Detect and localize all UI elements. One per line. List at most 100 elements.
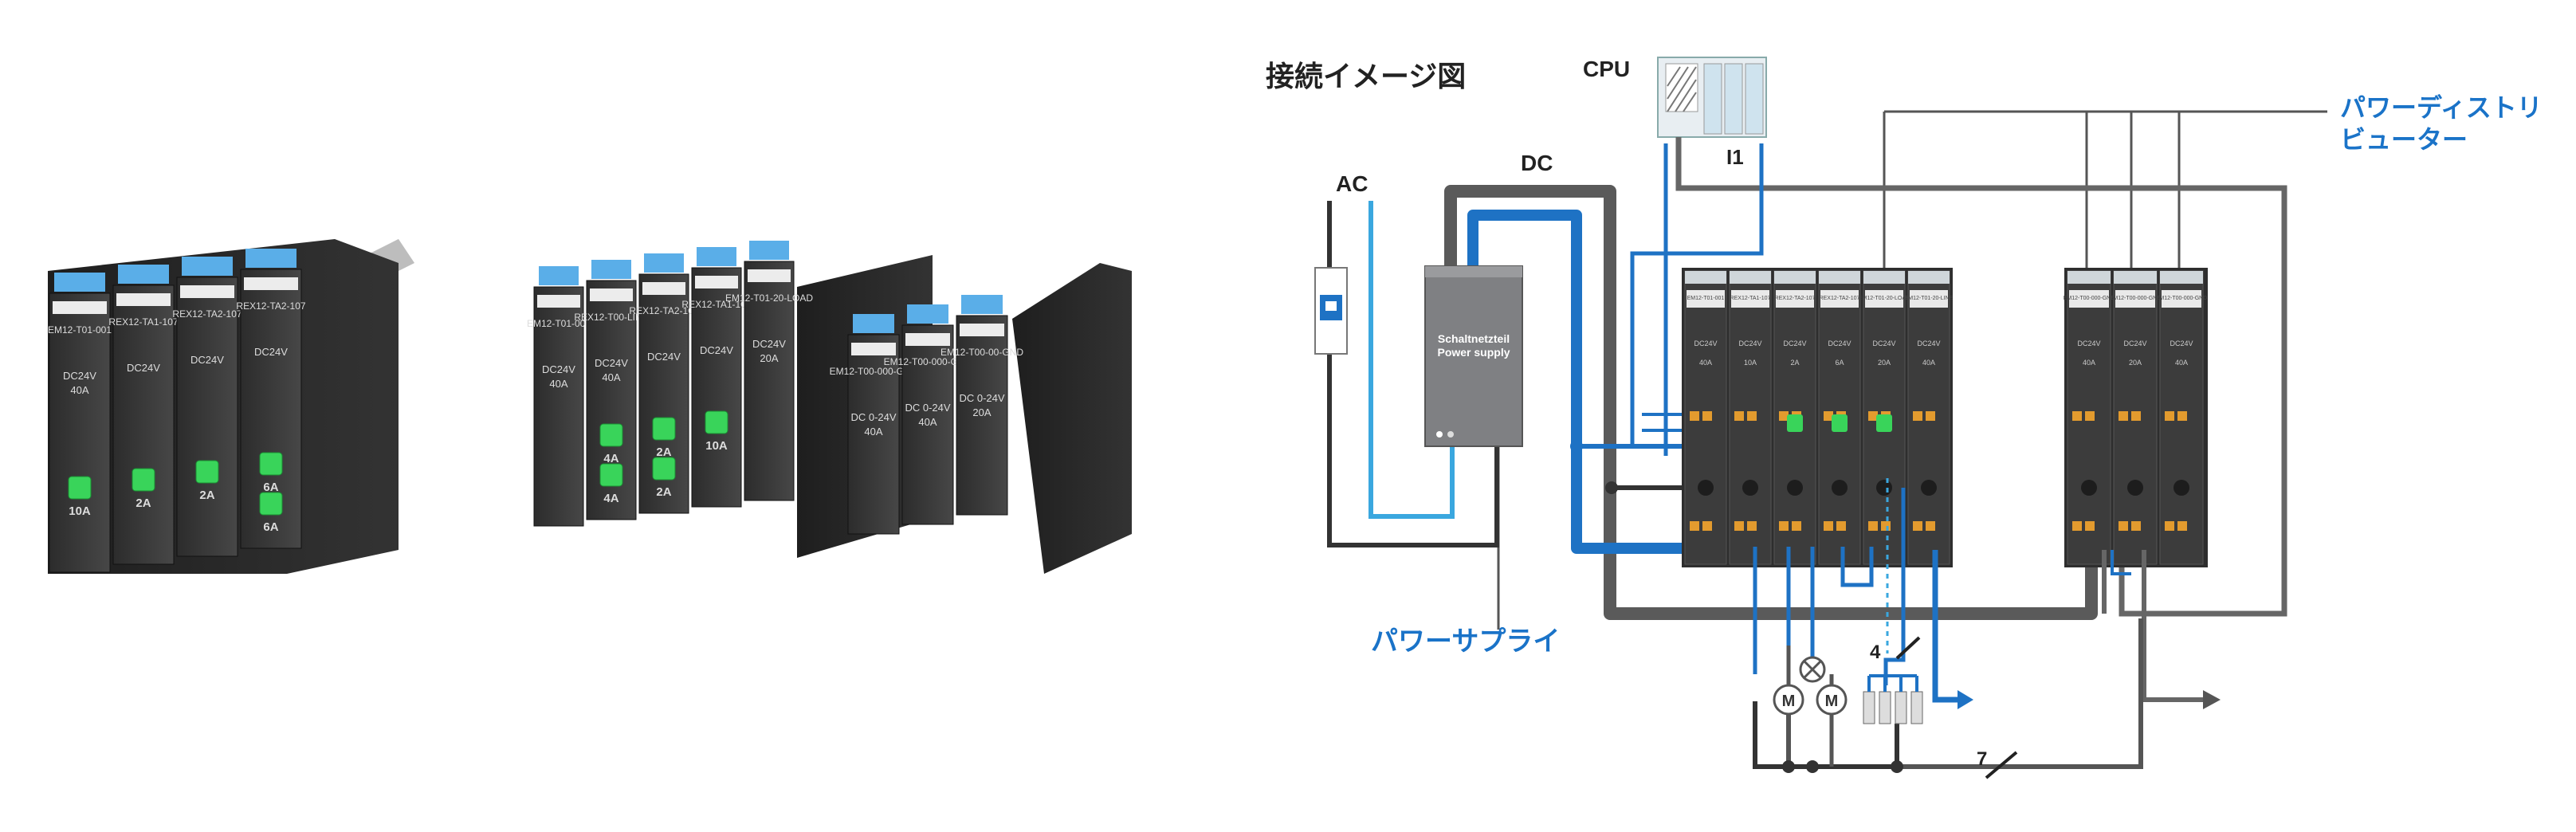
dc-main-wire: [1444, 185, 2098, 620]
module-current: 40A: [1699, 359, 1712, 367]
photo-module-logo-strip: [748, 269, 791, 282]
breaker-lever: [1325, 301, 1337, 311]
photo-switch-label: 2A: [656, 445, 671, 459]
module-header: [1910, 290, 1948, 308]
module-top-strip: [2067, 271, 2111, 284]
photo-module-rating: DC24V: [700, 344, 733, 356]
ac-label: AC: [1336, 171, 1368, 196]
psu-body: [1424, 265, 1523, 447]
cpu-signal-wire-1: [1630, 143, 1764, 446]
module-port: [1876, 480, 1892, 496]
module-header-text: EM12-T00-000-GND: [2110, 296, 2162, 301]
photo-module-header: REX12-TA1-107: [681, 299, 751, 310]
photo-module-rating: DC 0-24V: [850, 411, 896, 423]
photo-module-header: EM12-T00-000-GND: [884, 356, 972, 367]
module-current: 2A: [1790, 359, 1799, 367]
output-arrow-wire-2: [2142, 550, 2205, 702]
count-7-tick: [1985, 751, 2018, 779]
photo-module-header: EM12-T01-001: [527, 318, 591, 329]
ground-dot-3: [1891, 760, 1903, 773]
module-terminal-bottom: [1824, 521, 1833, 531]
ac-black-wire: [1327, 201, 1499, 547]
module-terminal-top: [2119, 411, 2128, 421]
photo-switch: [259, 452, 283, 476]
photo-switch-label: 2A: [656, 485, 671, 499]
module-top-strip: [1685, 271, 1726, 284]
module-header: [2115, 290, 2155, 308]
photo-module-header: REX12-TA2-107: [629, 305, 698, 316]
distributor-label-2: ビューター: [2340, 125, 2468, 154]
photo-module-header: EM12-T01-001: [48, 324, 112, 336]
ground-dot-1: [1782, 760, 1795, 773]
module-port: [2127, 480, 2143, 496]
motor-1: M: [1773, 684, 1804, 716]
photo-module-logo-strip: [905, 333, 950, 346]
photo-module-current: 40A: [864, 426, 882, 438]
group3-body-side: [1012, 263, 1132, 574]
sensor-bus: [1867, 674, 1918, 692]
module-rating: DC24V: [1872, 339, 1895, 347]
photo-switch: [68, 476, 92, 500]
photo-module-body: [49, 292, 111, 573]
photo-module-rating: DC24V: [254, 346, 288, 358]
module-switch-led: [1876, 414, 1892, 432]
cpu-module-1: [1665, 63, 1698, 112]
module-terminal-top: [1926, 411, 1935, 421]
module-rating: DC24V: [2077, 339, 2100, 347]
module-header-text: REX12-TA2-107: [1820, 296, 1860, 301]
output-arrow-wire-1: [1932, 550, 1958, 703]
photo-switch-label: 2A: [199, 489, 214, 502]
psu-led-1: [1436, 431, 1443, 438]
photo-switch: [652, 417, 676, 441]
module-terminal-bottom: [1702, 521, 1712, 531]
module-terminal-bottom: [2119, 521, 2128, 531]
photo-module-body: [744, 261, 795, 501]
photo-module-rating: DC 0-24V: [905, 402, 950, 414]
photo-module-body: [956, 315, 1008, 516]
photo-module-rating: DC 0-24V: [959, 392, 1004, 404]
photo-switch: [195, 460, 219, 484]
cpu-label: CPU: [1583, 57, 1630, 81]
module-terminal-top: [2165, 411, 2174, 421]
photo-switch: [599, 463, 623, 487]
distributor-blue-stub: [2111, 550, 2131, 575]
module-terminal-top: [1690, 411, 1699, 421]
module-terminal-bottom: [1747, 521, 1757, 531]
module-header-text: EM12-T01-001: [1687, 296, 1725, 301]
module-header: [2162, 290, 2201, 308]
module-port: [1832, 480, 1848, 496]
photo-module-header: REX12-T00-LINE: [574, 312, 648, 323]
cpu-return-wire: [1675, 137, 2287, 617]
photo-module-blue-top: [539, 266, 579, 285]
photo-module-logo-strip: [695, 276, 738, 288]
ground-bus: [1786, 618, 2143, 769]
module-terminal-bottom: [2085, 521, 2095, 531]
module-top-strip: [2114, 271, 2157, 284]
output-arrow-1: [1958, 690, 1973, 709]
photo-module-logo-strip: [537, 295, 580, 308]
photo-switch: [652, 457, 676, 481]
photo-module-header: REX12-TA1-107: [108, 316, 178, 328]
module-terminal-bottom: [1792, 521, 1801, 531]
ground-dot-2: [1806, 760, 1819, 773]
module-terminal-bottom: [2131, 521, 2141, 531]
photo-module-blue-top: [749, 241, 789, 260]
photo-module-rating: DC24V: [595, 357, 628, 369]
photo-switch: [599, 423, 623, 447]
module-current: 6A: [1835, 359, 1844, 367]
junction-dot-2: [1570, 440, 1583, 453]
photo-module-current: 40A: [918, 416, 937, 428]
photo-module-header: REX12-TA2-107: [236, 300, 305, 312]
photo-module-blue-top: [853, 314, 894, 333]
sensor-4: [1910, 691, 1923, 724]
module-terminal-top: [2085, 411, 2095, 421]
photo-switch-label: 10A: [69, 504, 91, 518]
module-top-strip: [1819, 271, 1860, 284]
photo-module-current: 40A: [70, 384, 88, 396]
module-header-text: EM12-T00-000-GND: [2156, 296, 2208, 301]
module-header-text: REX12-TA2-107: [1775, 296, 1816, 301]
photo-module-body: [901, 324, 954, 525]
psu-led-2: [1447, 431, 1454, 438]
module-current: 40A: [2083, 359, 2095, 367]
photo-module-body: [112, 285, 175, 565]
